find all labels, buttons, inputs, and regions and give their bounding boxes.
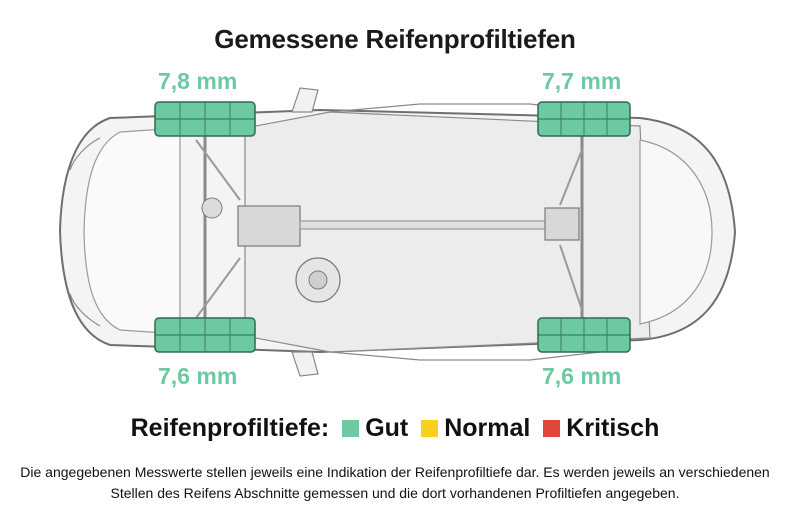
tire-front-left	[154, 101, 256, 137]
tire-value-front-left: 7,8 mm	[158, 68, 238, 94]
legend: Reifenprofiltiefe: Gut Normal Kritisch	[0, 414, 790, 443]
legend-swatch-normal	[421, 420, 439, 437]
engine-block	[237, 205, 301, 247]
legend-text-gut: Gut	[365, 414, 409, 442]
disclaimer-note: Die angegebenen Messwerte stellen jeweil…	[20, 464, 770, 501]
rear-window	[639, 139, 713, 325]
rear-differential	[544, 207, 580, 241]
headlight-left	[69, 137, 101, 171]
legend-item-gut: Gut	[342, 414, 408, 443]
legend-item-kritisch: Kritisch	[543, 414, 659, 443]
legend-label: Reifenprofiltiefe:	[130, 414, 330, 442]
legend-item-normal: Normal	[421, 414, 530, 443]
legend-text-normal: Normal	[444, 414, 531, 442]
tire-value-front-right: 7,7 mm	[542, 68, 622, 94]
side-door-bottom	[329, 351, 601, 361]
mirror-bottom	[291, 351, 319, 377]
driveshaft	[299, 220, 546, 230]
legend-swatch-gut	[342, 420, 360, 437]
car-floor	[244, 111, 651, 353]
car-hood	[83, 127, 181, 335]
legend-text-kritisch: Kritisch	[566, 414, 660, 442]
tire-rear-left	[154, 317, 256, 353]
page-title: Gemessene Reifenprofiltiefen	[214, 24, 576, 54]
tire-value-rear-left: 7,6 mm	[158, 363, 238, 389]
mirror-top	[291, 87, 319, 113]
legend-swatch-kritisch	[543, 420, 561, 437]
tire-front-right	[537, 101, 631, 137]
tire-value-rear-right: 7,6 mm	[542, 363, 622, 389]
tire-rear-right	[537, 317, 631, 353]
headlight-right	[69, 293, 101, 327]
